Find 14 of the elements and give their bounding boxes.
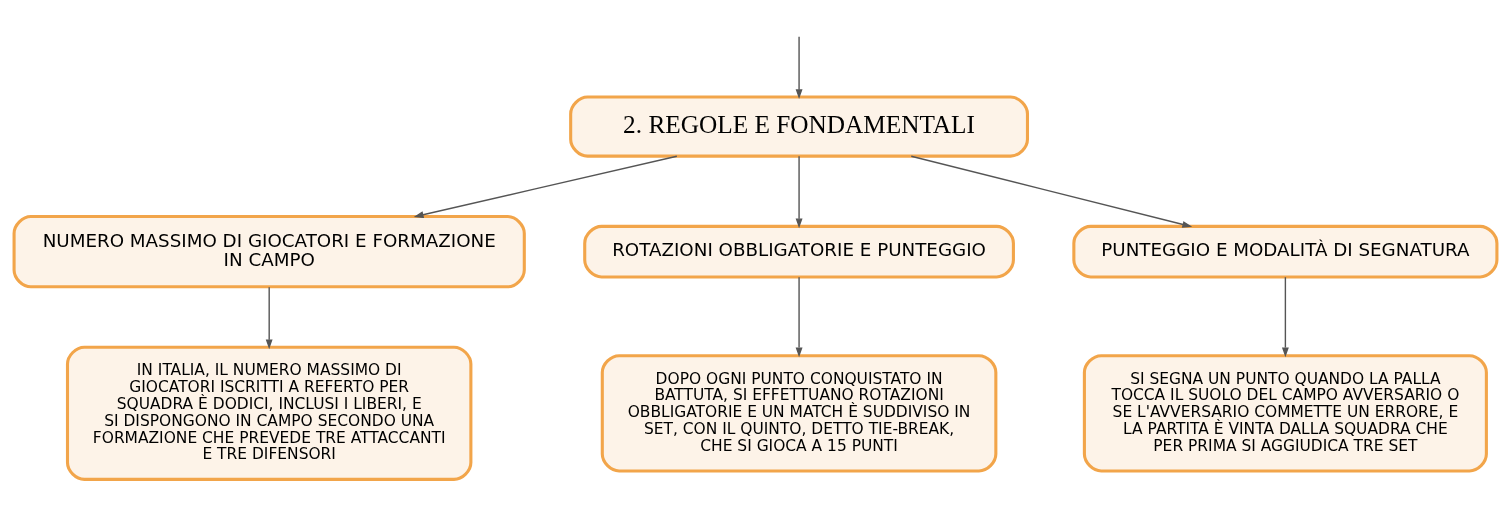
arrow [795,276,803,357]
node-box: ROTAZIONI OBBLIGATORIE E PUNTEGGIO [583,224,1015,279]
arrow [795,155,803,228]
arrow [910,155,1193,228]
arrow [265,285,273,349]
node-box: PUNTEGGIO E MODALITÀ DI SEGNATURA [1072,224,1499,279]
node-box: SI SEGNA UN PUNTO QUANDO LA PALLA TOCCA IL SUOLO DEL CAMPO AVVERSARIO O SE L'AVVERSARIO COMMETTE UN ERRORE, E LA PARTITA È VINTA DALLA SQUADRA CHE PER PRIMA SI AGGIUDICA TRE SET [1082,353,1488,472]
node-box: DOPO OGNI PUNTO CONQUISTATO IN BATTUTA, SI EFFETTUANO ROTAZIONI OBBLIGATORIE E UN MATCH È SUDDIVISO IN SET, CON IL QUINTO, DETTO TIE-BREAK, CHE SI GIOCA A 15 PUNTI [600,353,998,472]
node-box: NUMERO MASSIMO DI GIOCATORI E FORMAZIONE IN CAMPO [12,214,526,288]
node-box: IN ITALIA, IL NUMERO MASSIMO DI GIOCATORI ISCRITTI A REFERTO PER SQUADRA È DODICI, INCLUSI I LIBERI, E SI DISPONGONO IN CAMPO SECONDO UNA FORMAZIONE CHE PREVEDE TRE ATTACCANTI E TRE DIFENSORI [65,345,473,481]
arrow [413,155,678,218]
arrow [795,35,803,99]
node-box: 2. REGOLE E FONDAMENTALI [569,95,1029,158]
arrow [1281,276,1289,357]
